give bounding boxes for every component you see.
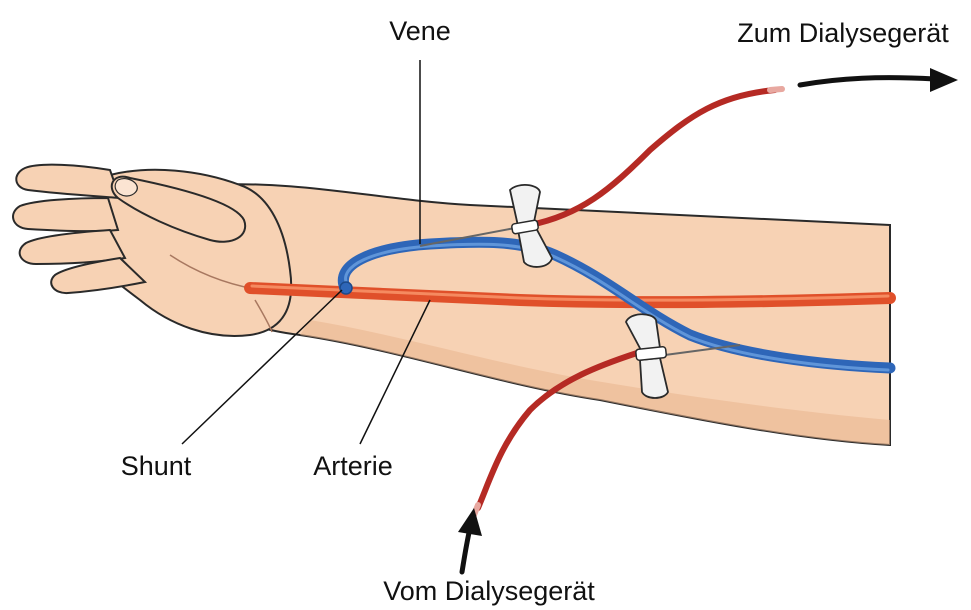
label-to-machine: Zum Dialysegerät: [737, 18, 949, 48]
finger-1: [16, 165, 120, 198]
tube-to-machine: [530, 90, 775, 225]
finger-2: [13, 198, 118, 231]
arrow-to-machine: [800, 68, 958, 92]
label-arterie: Arterie: [313, 451, 393, 481]
label-from-machine: Vom Dialysegerät: [383, 576, 595, 606]
label-vene: Vene: [389, 16, 451, 46]
label-shunt: Shunt: [121, 451, 192, 481]
arrow-to-machine-shaft: [800, 78, 935, 85]
shunt-junction: [340, 282, 352, 294]
tube-to-machine-tip: [770, 89, 782, 90]
arrow-from-machine-head: [458, 508, 482, 536]
lower-needle-hub: [636, 346, 667, 360]
arrow-to-machine-head: [930, 68, 958, 92]
forearm: [210, 184, 890, 445]
arrow-from-machine-shaft: [462, 528, 470, 572]
thumbnail: [115, 179, 137, 196]
arrow-from-machine: [458, 508, 482, 572]
